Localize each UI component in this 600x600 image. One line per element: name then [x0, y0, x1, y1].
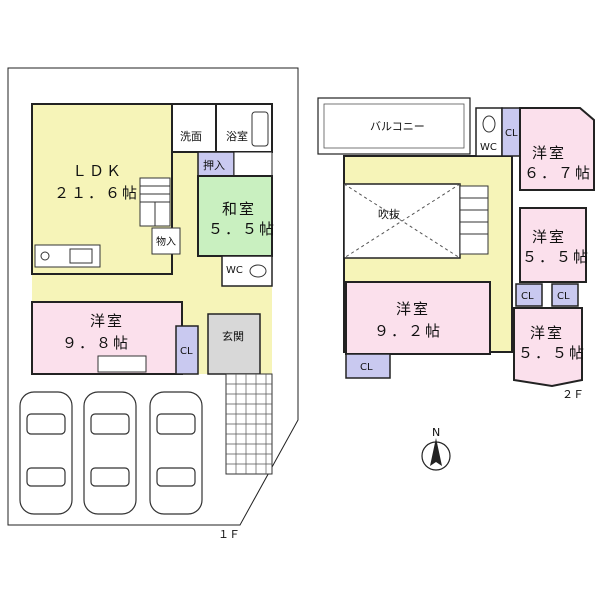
closet-label-1f: CL: [180, 346, 193, 357]
closet-label-2f-mid-1: CL: [521, 291, 534, 302]
porch-tiles: [225, 373, 273, 475]
void-diagonal: [343, 183, 461, 259]
closet-2f-mid-1: [515, 283, 543, 307]
western-room-a: [519, 107, 595, 191]
closet-label-2f-mid-2: CL: [557, 291, 570, 302]
washroom-room: [171, 103, 217, 153]
closet-label-2f-top: CL: [505, 128, 518, 139]
room-c-size: ９．２帖: [374, 322, 442, 340]
toilet-icon: [482, 115, 496, 133]
room-a-name: 洋室: [532, 144, 566, 162]
toilet-icon: [249, 264, 267, 278]
entrance-area: [207, 313, 261, 375]
ldk-name: ＬＤＫ: [72, 162, 123, 180]
compass-icon: [421, 438, 451, 471]
room-a-size: ６．７帖: [524, 164, 592, 182]
parking-cars: [19, 391, 203, 515]
sink-icon: [69, 248, 93, 264]
car-icon: [149, 391, 203, 515]
floor-label-2f: ２Ｆ: [562, 388, 584, 401]
stairs-2f: [459, 185, 489, 255]
room-b-name: 洋室: [532, 228, 566, 246]
western-room-d: [513, 307, 583, 388]
closet-1f: [175, 325, 199, 375]
ldk-size: ２１．６帖: [54, 184, 139, 202]
oshiire-closet: [197, 151, 235, 177]
void-label: 吹抜: [378, 207, 400, 221]
balcony-rail: [323, 103, 465, 149]
compass-north-label: N: [432, 426, 440, 439]
balcony-area: [317, 97, 471, 155]
western-room-b: [519, 207, 587, 283]
room-d-size: ５．５帖: [518, 344, 586, 362]
closet-2f-bottom: [345, 353, 391, 379]
storage-box: [151, 227, 181, 255]
stove-icon: [40, 251, 50, 261]
car-icon: [19, 391, 73, 515]
closet-2f-mid-2: [551, 283, 579, 307]
bath-label: 浴室: [226, 129, 248, 143]
balcony-label: バルコニー: [370, 120, 425, 133]
bathtub-icon: [251, 111, 269, 147]
storage-label: 物入: [156, 235, 176, 248]
room-b-size: ５．５帖: [522, 248, 590, 266]
western-room-c: [345, 281, 491, 355]
sink-counter-1f: [97, 355, 147, 373]
western-size-1f: ９．８帖: [62, 334, 130, 352]
washitsu-size: ５．５帖: [208, 220, 276, 238]
washroom-label: 洗面: [180, 130, 202, 143]
stairs-1f: [139, 177, 171, 227]
washitsu-room: [197, 175, 273, 257]
car-icon: [83, 391, 137, 515]
oshiire-label: 押入: [203, 158, 225, 172]
entrance-label: 玄関: [222, 329, 244, 343]
room-c-name: 洋室: [396, 300, 430, 318]
wc-label-2f: WC: [480, 142, 497, 153]
floor-label-1f: １Ｆ: [218, 528, 240, 541]
room-d-name: 洋室: [530, 324, 564, 342]
washitsu-name: 和室: [222, 200, 256, 218]
wc-label-1f: WC: [226, 265, 243, 276]
western-name-1f: 洋室: [90, 312, 124, 330]
tokonoma: [233, 151, 273, 177]
closet-label-2f-bottom: CL: [360, 362, 373, 373]
